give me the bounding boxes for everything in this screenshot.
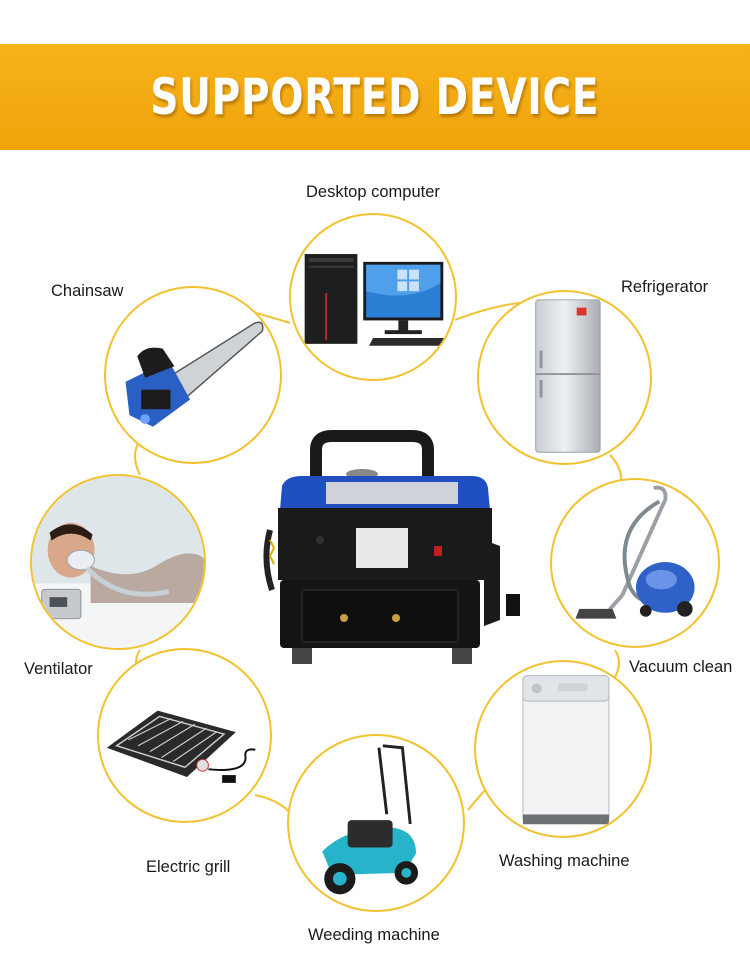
desktop-computer-icon: [304, 254, 455, 346]
vacuum-cleaner-icon: [575, 485, 695, 619]
banner-title: SUPPORTED DEVICE: [150, 68, 600, 126]
device-circle-washing: [474, 660, 652, 838]
device-circle-ventilator: [30, 474, 206, 650]
title-banner: SUPPORTED DEVICE: [0, 44, 750, 150]
refrigerator-icon: [535, 299, 601, 453]
electric-grill-icon: [106, 710, 256, 783]
device-circle-refrigerator: [477, 290, 652, 465]
ventilator-icon: [32, 476, 204, 648]
device-label-ventilator: Ventilator: [24, 660, 93, 678]
lawn-mower-icon: [322, 744, 419, 895]
device-label-weeding: Weeding machine: [308, 926, 440, 944]
device-label-refrigerator: Refrigerator: [621, 278, 709, 296]
portable-generator-icon: [263, 430, 520, 664]
device-label-grill: Electric grill: [146, 858, 231, 876]
washing-machine-icon: [522, 675, 610, 825]
device-circle-vacuum: [550, 478, 720, 648]
chainsaw-icon: [125, 321, 264, 427]
center-generator: [262, 430, 530, 680]
device-circle-grill: [97, 648, 272, 823]
device-circle-weeding: [287, 734, 465, 912]
device-circle-chainsaw: [104, 286, 282, 464]
device-label-washing: Washing machine: [499, 852, 630, 870]
device-circle-desktop: [289, 213, 457, 381]
device-label-vacuum: Vacuum clean: [629, 658, 733, 676]
device-label-chainsaw: Chainsaw: [51, 282, 124, 300]
device-label-desktop: Desktop computer: [306, 183, 440, 201]
